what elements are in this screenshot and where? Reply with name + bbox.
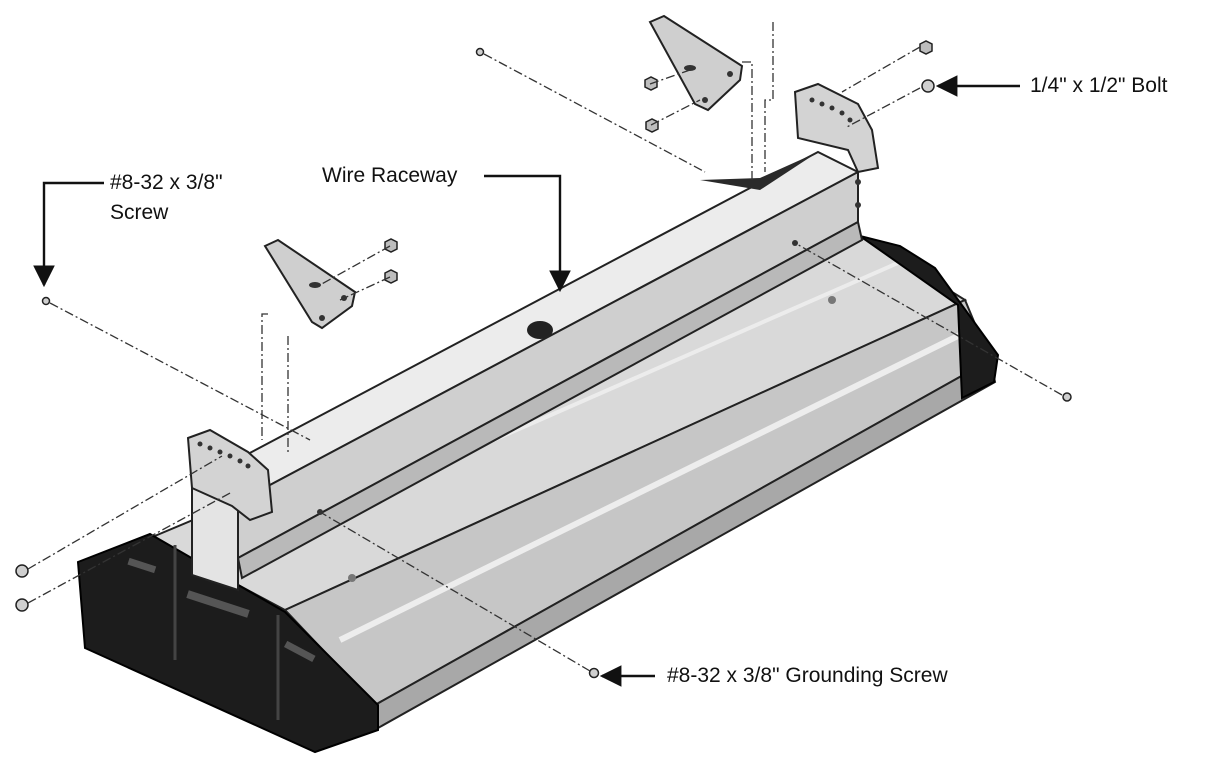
- end-cap-slot-3: [283, 640, 316, 663]
- end-cap-slot-2: [186, 590, 250, 618]
- left-end-cap: [76, 532, 379, 754]
- hex-nut: [919, 40, 933, 55]
- wire-raceway-leader: [484, 174, 571, 293]
- left-mounting-plate: [186, 428, 274, 522]
- raceway-knockout-hole: [527, 321, 553, 339]
- end-cap-slot-1: [127, 557, 157, 574]
- leader-arrows: [33, 75, 1020, 687]
- screw-leader: [33, 181, 104, 288]
- screw-head: [41, 296, 51, 306]
- bolt-label: 1/4" x 1/2" Bolt: [1030, 74, 1168, 97]
- bolt-head: [15, 564, 29, 578]
- bolt-head: [15, 598, 29, 612]
- housing-hole: [348, 574, 356, 582]
- grounding-screw-label: #8-32 x 3/8" Grounding Screw: [667, 664, 948, 687]
- hex-nut: [645, 118, 659, 133]
- screw-head: [1062, 392, 1072, 402]
- screws: [15, 47, 1072, 679]
- hex-nut: [384, 238, 398, 253]
- raceway-screw-hole: [317, 509, 323, 515]
- raceway-flange: [236, 220, 864, 580]
- left-bracket: [263, 238, 357, 330]
- wire-raceway-label: Wire Raceway: [322, 164, 458, 187]
- housing-hole: [828, 296, 836, 304]
- hex-nut: [384, 269, 398, 284]
- assembly-lines: [27, 22, 1063, 672]
- screw-head: [475, 47, 485, 57]
- housing-highlight: [338, 327, 972, 643]
- bolt-head: [921, 79, 935, 93]
- right-mounting-plate: [793, 82, 880, 208]
- right-bracket: [648, 14, 744, 112]
- screw-label-line1: #8-32 x 3/8": [110, 171, 223, 194]
- raceway-back-strip: [700, 152, 818, 190]
- right-end-cap: [859, 235, 1000, 400]
- screw-label-line2: Screw: [110, 201, 169, 224]
- screw-head: [588, 667, 600, 679]
- wire-raceway: [191, 150, 864, 592]
